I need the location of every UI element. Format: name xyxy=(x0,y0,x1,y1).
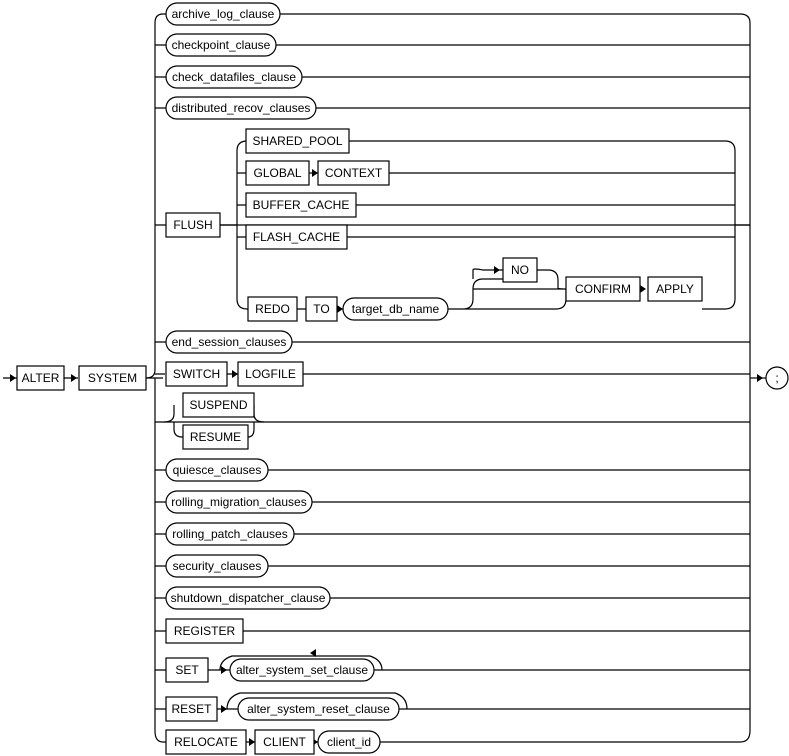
svg-text:TO: TO xyxy=(313,302,329,316)
arrow-icon xyxy=(757,374,763,382)
svg-text:end_session_clauses: end_session_clauses xyxy=(172,335,287,349)
svg-text:REDO: REDO xyxy=(255,302,290,316)
reset-keyword: RESET xyxy=(165,696,218,722)
quiesce-clauses: quiesce_clauses xyxy=(165,458,269,482)
context-keyword: CONTEXT xyxy=(317,160,390,186)
semicolon-terminal: ; xyxy=(765,366,789,390)
choice-left-rail xyxy=(145,13,164,743)
to-keyword: TO xyxy=(305,296,338,322)
suspend-resume-rails xyxy=(163,405,265,438)
svg-text:security_clauses: security_clauses xyxy=(173,559,262,573)
shutdown-dispatcher-clause: shutdown_dispatcher_clause xyxy=(165,586,331,610)
svg-text:RELOCATE: RELOCATE xyxy=(174,735,238,749)
rolling-migration-clauses: rolling_migration_clauses xyxy=(165,490,313,514)
svg-text:NO: NO xyxy=(511,263,529,277)
svg-text:check_datafiles_clause: check_datafiles_clause xyxy=(172,70,296,84)
distributed-recov-clauses: distributed_recov_clauses xyxy=(165,96,317,120)
alter-keyword: ALTER xyxy=(16,365,65,391)
security-clauses: security_clauses xyxy=(165,554,269,578)
branch-lines xyxy=(155,13,750,743)
svg-text:FLUSH: FLUSH xyxy=(173,218,212,232)
apply-keyword: APPLY xyxy=(647,276,703,302)
svg-text:SUSPEND: SUSPEND xyxy=(189,398,247,412)
global-keyword: GLOBAL xyxy=(245,160,310,186)
choice-right-rail xyxy=(739,13,751,743)
resume-keyword: RESUME xyxy=(182,424,249,450)
archive-log-clause: archive_log_clause xyxy=(165,2,281,26)
svg-text:archive_log_clause: archive_log_clause xyxy=(172,7,275,21)
shared-pool-keyword: SHARED_POOL xyxy=(245,128,350,154)
client-keyword: CLIENT xyxy=(254,729,315,755)
svg-text:BUFFER_CACHE: BUFFER_CACHE xyxy=(253,198,350,212)
svg-text:alter_system_set_clause: alter_system_set_clause xyxy=(236,663,368,677)
end-session-clauses: end_session_clauses xyxy=(165,330,293,354)
switch-keyword: SWITCH xyxy=(165,361,228,387)
svg-text:shutdown_dispatcher_clause: shutdown_dispatcher_clause xyxy=(171,591,326,605)
svg-text:APPLY: APPLY xyxy=(656,282,694,296)
svg-text:SET: SET xyxy=(175,663,199,677)
svg-text:;: ; xyxy=(775,371,778,385)
arrow-icon xyxy=(71,374,77,382)
svg-text:LOGFILE: LOGFILE xyxy=(245,367,296,381)
no-keyword: NO xyxy=(502,257,538,283)
svg-text:rolling_migration_clauses: rolling_migration_clauses xyxy=(171,495,306,509)
set-loop xyxy=(219,655,383,671)
svg-text:rolling_patch_clauses: rolling_patch_clauses xyxy=(172,527,287,541)
alter-system-reset-clause: alter_system_reset_clause xyxy=(237,697,400,721)
suspend-keyword: SUSPEND xyxy=(182,392,255,418)
arrow-icon xyxy=(10,374,16,382)
client-id: client_id xyxy=(317,730,381,754)
system-keyword: SYSTEM xyxy=(78,365,147,391)
svg-text:quiesce_clauses: quiesce_clauses xyxy=(173,463,262,477)
svg-text:client_id: client_id xyxy=(327,735,371,749)
check-datafiles-clause: check_datafiles_clause xyxy=(165,65,303,89)
redo-keyword: REDO xyxy=(247,296,298,322)
buffer-cache-keyword: BUFFER_CACHE xyxy=(245,192,357,218)
svg-text:REGISTER: REGISTER xyxy=(174,624,236,638)
checkpoint-clause: checkpoint_clause xyxy=(165,33,277,57)
register-keyword: REGISTER xyxy=(165,618,244,644)
redo-sub-rails xyxy=(448,268,567,310)
svg-text:ALTER: ALTER xyxy=(22,371,60,385)
rolling-patch-clauses: rolling_patch_clauses xyxy=(165,522,295,546)
relocate-keyword: RELOCATE xyxy=(165,729,247,755)
svg-text:checkpoint_clause: checkpoint_clause xyxy=(172,38,271,52)
svg-text:CONTEXT: CONTEXT xyxy=(325,166,383,180)
confirm-keyword: CONFIRM xyxy=(565,276,641,302)
set-keyword: SET xyxy=(165,657,209,683)
reset-loop xyxy=(226,692,408,710)
alter-system-set-clause: alter_system_set_clause xyxy=(229,658,375,682)
svg-text:SYSTEM: SYSTEM xyxy=(88,371,137,385)
flash-cache-keyword: FLASH_CACHE xyxy=(245,224,348,250)
svg-text:SWITCH: SWITCH xyxy=(173,367,220,381)
flush-sub-rails xyxy=(219,140,750,310)
target-db-name: target_db_name xyxy=(342,297,449,321)
svg-text:GLOBAL: GLOBAL xyxy=(253,166,301,180)
svg-text:target_db_name: target_db_name xyxy=(352,302,440,316)
svg-text:CONFIRM: CONFIRM xyxy=(575,282,631,296)
svg-text:FLASH_CACHE: FLASH_CACHE xyxy=(253,230,340,244)
svg-text:alter_system_reset_clause: alter_system_reset_clause xyxy=(247,702,390,716)
svg-text:CLIENT: CLIENT xyxy=(263,735,306,749)
logfile-keyword: LOGFILE xyxy=(237,361,304,387)
svg-text:RESUME: RESUME xyxy=(190,430,241,444)
svg-text:SHARED_POOL: SHARED_POOL xyxy=(252,134,342,148)
flush-keyword: FLUSH xyxy=(165,212,221,238)
svg-text:distributed_recov_clauses: distributed_recov_clauses xyxy=(172,101,311,115)
svg-text:RESET: RESET xyxy=(171,702,212,716)
